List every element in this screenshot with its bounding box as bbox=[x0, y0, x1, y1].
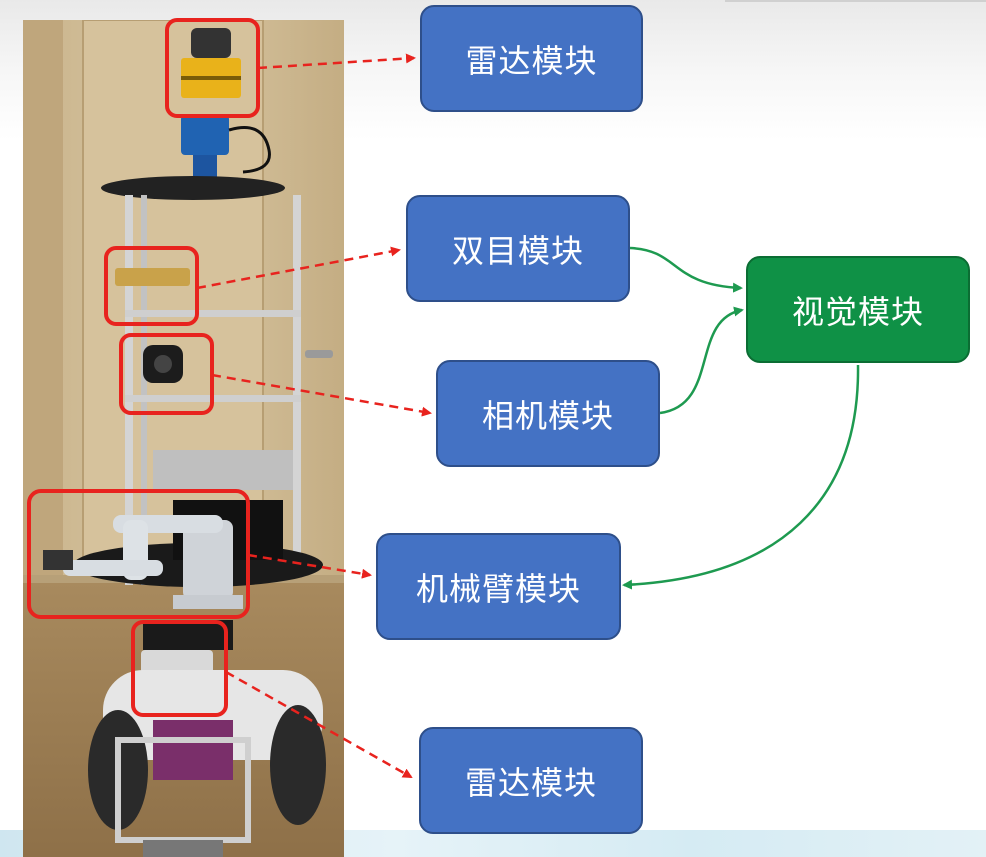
flow-vision-to-arm bbox=[622, 364, 860, 590]
highlight-bottom-lidar bbox=[131, 620, 228, 717]
highlight-top-lidar bbox=[165, 18, 260, 118]
pointer-camera bbox=[211, 373, 432, 417]
highlight-stereo-camera bbox=[104, 246, 199, 326]
top-right-rule bbox=[725, 0, 986, 2]
flow-stereo-to-vision bbox=[629, 246, 743, 293]
module-radar-top: 雷达模块 bbox=[420, 5, 643, 112]
module-camera: 相机模块 bbox=[436, 360, 660, 467]
highlight-robot-arm bbox=[27, 489, 250, 619]
module-vision: 视觉模块 bbox=[746, 256, 970, 363]
module-stereo: 双目模块 bbox=[406, 195, 630, 302]
module-arm: 机械臂模块 bbox=[376, 533, 621, 640]
flow-camera-to-vision bbox=[659, 306, 744, 415]
highlight-ptz-camera bbox=[119, 333, 214, 415]
module-radar-bottom: 雷达模块 bbox=[419, 727, 643, 834]
pointer-radar-top bbox=[257, 53, 416, 70]
pointer-stereo bbox=[196, 246, 401, 290]
pointer-radar-bottom bbox=[225, 670, 413, 779]
pointer-arm bbox=[247, 553, 372, 579]
